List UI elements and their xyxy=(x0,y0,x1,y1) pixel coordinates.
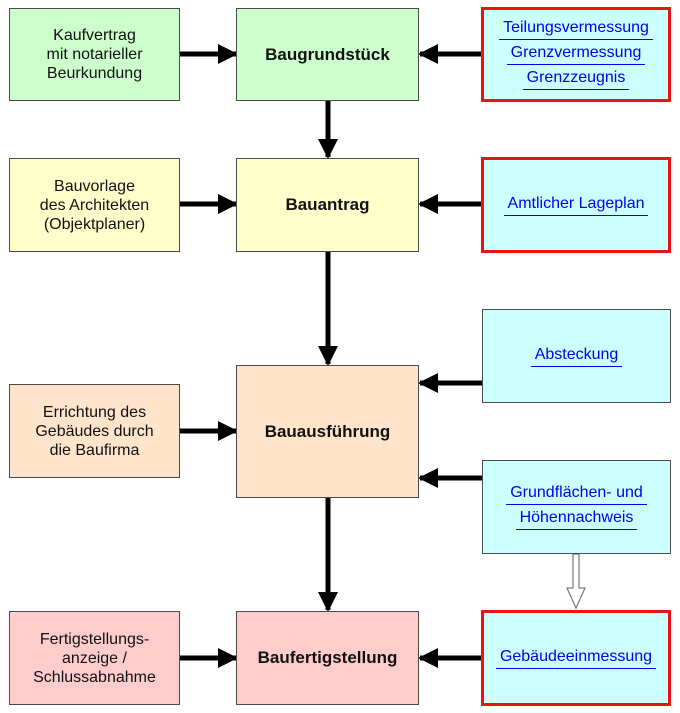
box-errichtung-line: die Baufirma xyxy=(49,441,140,459)
box-baugrundstueck: Baugrundstück xyxy=(236,8,419,101)
box-errichtung: Errichtung des Gebäudes durch die Baufir… xyxy=(9,384,180,478)
box-vermessung: Teilungsvermessung Grenzvermessung Grenz… xyxy=(481,7,671,102)
box-baugrundstueck-label: Baugrundstück xyxy=(265,44,390,64)
box-fertigstellungsanzeige-line: Fertigstellungs- xyxy=(39,630,150,648)
link-gebaeudeeinmessung[interactable]: Gebäudeeinmessung xyxy=(495,648,657,669)
box-absteckung: Absteckung xyxy=(482,309,671,403)
box-bauvorlage-line: Bauvorlage xyxy=(54,177,135,195)
link-grundflaechen[interactable]: Grundflächen- und xyxy=(506,484,647,505)
link-absteckung[interactable]: Absteckung xyxy=(530,346,623,367)
link-grenzvermessung[interactable]: Grenzvermessung xyxy=(506,44,646,65)
box-kaufvertrag: Kaufvertrag mit notarieller Beurkundung xyxy=(9,8,180,101)
box-kaufvertrag-line: Kaufvertrag xyxy=(53,27,136,44)
box-bauantrag-label: Bauantrag xyxy=(285,195,370,214)
link-hoehennachweis[interactable]: Höhennachweis xyxy=(515,509,638,530)
box-kaufvertrag-line: Beurkundung xyxy=(46,65,143,82)
box-baufertigstellung-label: Baufertigstellung xyxy=(257,648,398,667)
box-kaufvertrag-line: mit notarieller xyxy=(46,46,143,63)
link-teilungsvermessung[interactable]: Teilungsvermessung xyxy=(499,19,653,40)
box-bauausfuehrung: Bauausführung xyxy=(236,365,419,498)
link-amtlicher-lageplan[interactable]: Amtlicher Lageplan xyxy=(503,195,649,216)
box-gebaeudeeinmessung: Gebäudeeinmessung xyxy=(481,610,671,706)
box-nachweis: Grundflächen- und Höhennachweis xyxy=(482,460,671,554)
box-baufertigstellung: Baufertigstellung xyxy=(236,611,419,705)
box-bauvorlage-line: (Objektplaner) xyxy=(43,215,146,233)
link-grenzzeugnis[interactable]: Grenzzeugnis xyxy=(522,69,630,90)
box-errichtung-line: Gebäudes durch xyxy=(35,422,154,440)
box-bauausfuehrung-label: Bauausführung xyxy=(264,421,391,441)
box-bauvorlage: Bauvorlage des Architekten (Objektplaner… xyxy=(9,158,180,252)
box-fertigstellungsanzeige: Fertigstellungs- anzeige / Schlussabnahm… xyxy=(9,611,180,705)
box-errichtung-line: Errichtung des xyxy=(42,403,147,421)
hollow-arrow-nachweis-to-gebaeudeeinmessung xyxy=(566,553,586,610)
box-bauvorlage-line: des Architekten xyxy=(39,196,150,214)
box-lageplan: Amtlicher Lageplan xyxy=(481,157,671,253)
box-bauantrag: Bauantrag xyxy=(236,158,419,252)
box-fertigstellungsanzeige-line: anzeige / xyxy=(62,649,127,667)
box-fertigstellungsanzeige-line: Schlussabnahme xyxy=(33,668,156,686)
